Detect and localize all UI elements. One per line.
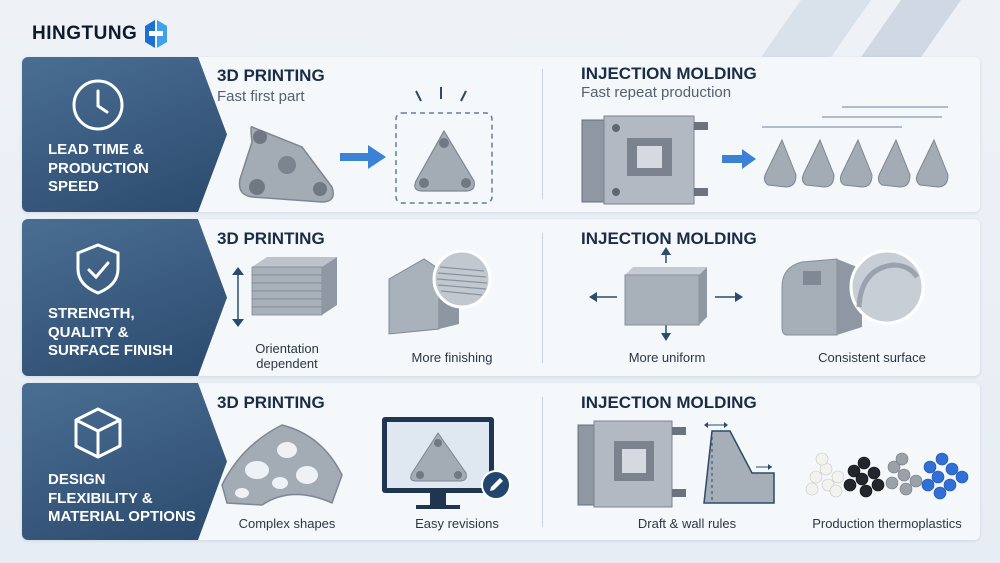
- row-label: DESIGN FLEXIBILITY & MATERIAL OPTIONS: [48, 471, 196, 525]
- arrow-right-icon: [722, 149, 756, 169]
- lattice-part-image: [221, 424, 343, 506]
- row-label: STRENGTH, QUALITY & SURFACE FINISH: [48, 305, 174, 359]
- caption-production-thermoplastics: Production thermoplastics: [812, 516, 962, 531]
- smooth-surface-part-image: [781, 249, 925, 336]
- cube-icon: [74, 407, 122, 459]
- brand-logo: HINGTUNG: [32, 18, 169, 50]
- printed-part-image: [238, 126, 334, 203]
- brand-name: HINGTUNG: [32, 23, 138, 44]
- shield-check-icon: [76, 243, 120, 295]
- first-part-highlight: [395, 87, 493, 204]
- caption-complex-shapes: Complex shapes: [238, 516, 336, 531]
- row-label-panel: LEAD TIME & PRODUCTION SPEED: [22, 57, 227, 212]
- arrow-right-icon: [340, 145, 386, 169]
- col-title-3d-printing: 3D PRINTING: [217, 393, 325, 412]
- vertical-double-arrow-icon: [232, 267, 244, 327]
- column-divider: [542, 397, 543, 527]
- caption-easy-revisions: Easy revisions: [415, 516, 499, 531]
- row-design-flexibility: DESIGN FLEXIBILITY & MATERIAL OPTIONS 3D…: [22, 383, 980, 540]
- repeat-parts-image: [763, 138, 949, 188]
- col-title-injection-molding: INJECTION MOLDING: [581, 64, 757, 83]
- col-title-injection-molding: INJECTION MOLDING: [581, 229, 757, 248]
- col-title-3d-printing: 3D PRINTING: [217, 66, 325, 85]
- col-title-3d-printing: 3D PRINTING: [217, 229, 325, 248]
- col-subtitle: Fast first part: [217, 88, 305, 105]
- plastic-pellets-image: [805, 452, 969, 500]
- draft-angle-diagram: [703, 422, 775, 504]
- col-title-injection-molding: INJECTION MOLDING: [581, 393, 757, 412]
- caption-draft-wall-rules: Draft & wall rules: [637, 516, 737, 531]
- caption-more-uniform: More uniform: [628, 350, 706, 365]
- caption-orientation-dependent: Orientation dependent: [255, 341, 319, 371]
- header-decoration: [758, 0, 872, 60]
- layered-block-image: [251, 257, 337, 316]
- row-strength-quality: STRENGTH, QUALITY & SURFACE FINISH 3D PR…: [22, 219, 980, 376]
- small-mold-image: [577, 420, 686, 508]
- rough-surface-part-image: [388, 249, 492, 335]
- caption-more-finishing: More finishing: [411, 350, 493, 365]
- row-label: LEAD TIME & PRODUCTION SPEED: [48, 141, 149, 195]
- row-lead-time: LEAD TIME & PRODUCTION SPEED 3D PRINTING…: [22, 57, 980, 212]
- speed-lines: [762, 106, 948, 128]
- column-divider: [542, 69, 543, 199]
- row-label-panel: STRENGTH, QUALITY & SURFACE FINISH: [22, 219, 227, 376]
- header-decoration: [858, 0, 962, 60]
- column-divider: [542, 233, 543, 363]
- monitor-revision-image: [382, 417, 511, 509]
- caption-consistent-surface: Consistent surface: [818, 350, 926, 365]
- row-label-panel: DESIGN FLEXIBILITY & MATERIAL OPTIONS: [22, 383, 227, 540]
- injection-mold-image: [581, 115, 708, 205]
- clock-icon: [72, 79, 124, 131]
- uniform-block-image: [589, 247, 743, 341]
- brand-mark-icon: [145, 20, 168, 48]
- col-subtitle: Fast repeat production: [581, 84, 732, 101]
